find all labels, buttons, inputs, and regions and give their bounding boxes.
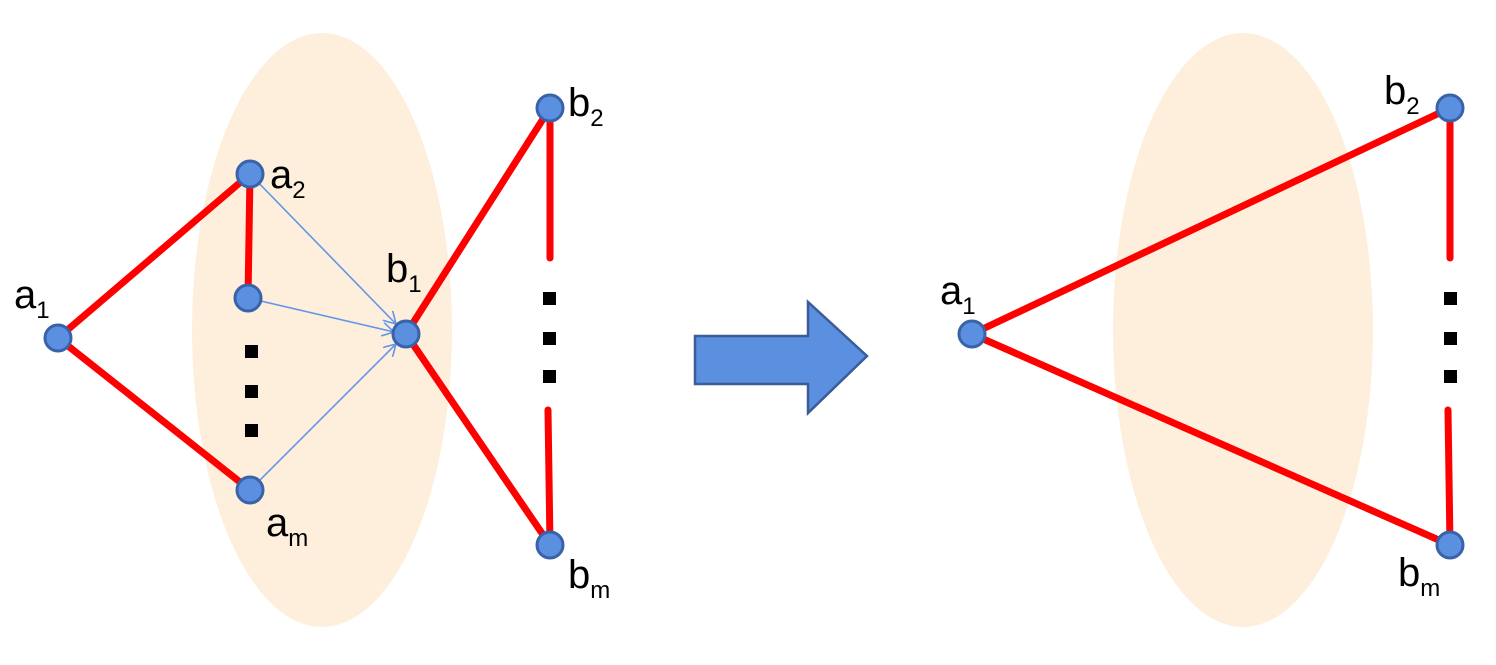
edge-a1-b2-right bbox=[968, 104, 1454, 338]
label-b1: b1 bbox=[386, 247, 422, 298]
label-a1-right: a1 bbox=[940, 269, 976, 320]
nodes-right bbox=[957, 93, 1465, 560]
edge-b1-bm bbox=[402, 330, 554, 549]
transform-arrow bbox=[693, 299, 869, 416]
arrow-am-to-b1 bbox=[249, 344, 396, 491]
left-graph: a1 a2 am b1 b2 bm bbox=[14, 33, 610, 627]
edge-b1-b2 bbox=[402, 104, 554, 338]
arrow-mid-to-b1 bbox=[247, 297, 394, 332]
arrow-a2-to-b1 bbox=[249, 173, 396, 324]
label-a2: a2 bbox=[270, 153, 306, 204]
node-a-mid bbox=[233, 283, 263, 313]
node-a1 bbox=[43, 323, 73, 353]
node-bm-right bbox=[1435, 530, 1465, 560]
label-b2-right: b2 bbox=[1384, 69, 1420, 120]
edge-a1-am bbox=[54, 334, 254, 494]
node-b1 bbox=[391, 319, 421, 349]
nodes-left bbox=[43, 93, 565, 560]
edge-a1-a2 bbox=[54, 170, 254, 342]
right-graph: a1 b2 bm bbox=[940, 33, 1465, 627]
label-a1: a1 bbox=[14, 273, 50, 324]
label-bm: bm bbox=[568, 553, 610, 604]
node-a1-right bbox=[957, 319, 987, 349]
node-b2 bbox=[535, 93, 565, 123]
edge-bm-up bbox=[544, 406, 554, 549]
edge-a2-mid bbox=[244, 170, 254, 302]
node-bm bbox=[535, 530, 565, 560]
ellipsis-dots-b bbox=[543, 292, 556, 383]
label-bm-right: bm bbox=[1398, 551, 1440, 602]
node-b2-right bbox=[1435, 93, 1465, 123]
ellipsis-dots-right bbox=[1444, 292, 1457, 383]
node-am bbox=[235, 475, 265, 505]
label-am: am bbox=[266, 501, 308, 552]
edge-bm-up-right bbox=[1444, 406, 1454, 549]
right-shaded-region bbox=[1113, 33, 1373, 627]
edge-a1-bm-right bbox=[968, 330, 1454, 549]
label-b2: b2 bbox=[568, 81, 604, 132]
node-a2 bbox=[235, 159, 265, 189]
ellipsis-dots-a bbox=[245, 345, 258, 437]
